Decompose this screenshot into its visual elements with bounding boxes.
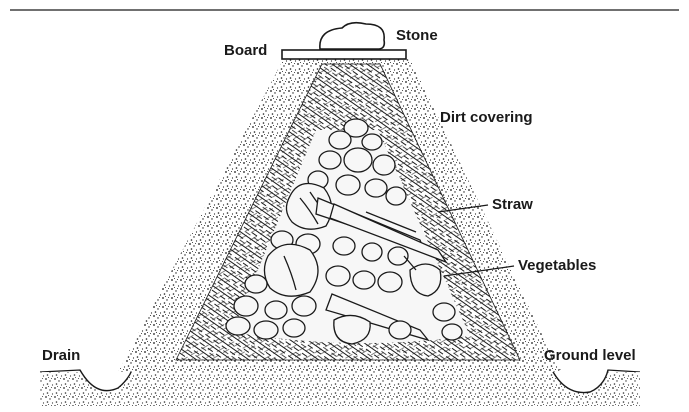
label-dirt-covering: Dirt covering	[440, 109, 533, 126]
board	[282, 50, 406, 59]
label-board: Board	[224, 42, 267, 59]
label-drain: Drain	[42, 347, 80, 364]
label-stone: Stone	[396, 27, 438, 44]
label-ground-level: Ground level	[544, 347, 636, 364]
label-straw: Straw	[492, 196, 533, 213]
label-vegetables: Vegetables	[518, 257, 596, 274]
stone	[320, 23, 384, 49]
